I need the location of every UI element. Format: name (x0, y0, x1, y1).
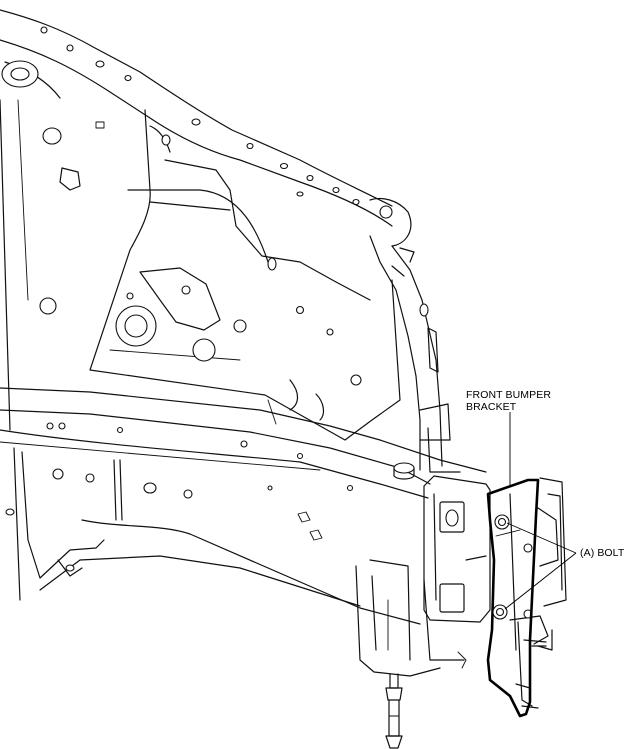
radiator-support-pillar (369, 197, 461, 473)
bolt-callout: (A) BOLT (504, 522, 624, 610)
bolt-label: (A) BOLT (580, 547, 624, 559)
front-bumper-bracket (486, 478, 540, 718)
frame-end-plate (423, 475, 567, 709)
lower-bracket (355, 559, 467, 749)
upper-apron (0, 9, 393, 431)
frame-rail (0, 387, 487, 625)
bracket-callout: FRONT BUMPER BRACKET (466, 389, 551, 486)
radiator-support-panel (89, 109, 401, 441)
bracket-label-line1: FRONT BUMPER (466, 389, 551, 401)
bracket-label-line2: BRACKET (466, 401, 517, 413)
